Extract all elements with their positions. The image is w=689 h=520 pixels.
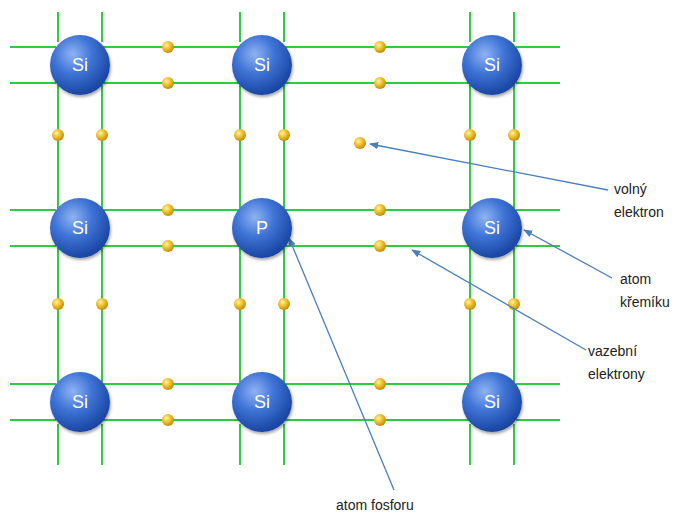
bond-line (103, 47, 239, 83)
atom-sphere: Si (50, 35, 110, 95)
atom-symbol: P (256, 218, 268, 239)
bond-electron (52, 129, 64, 141)
atom-sphere: Si (462, 35, 522, 95)
callout-label: vazební elektrony (588, 340, 668, 386)
bond-electron (508, 129, 520, 141)
callout-label: atom křemíku (620, 268, 689, 314)
leader-lines (289, 144, 612, 490)
bond-line (285, 210, 469, 246)
bond-electron (96, 298, 108, 310)
bond-electron (52, 298, 64, 310)
atom-sphere: Si (462, 198, 522, 258)
bond-electrons (52, 41, 520, 426)
atom-sphere: P (232, 198, 292, 258)
atom-symbol: Si (72, 218, 88, 239)
bond-electron (464, 298, 476, 310)
callout-label: atom fosforu (336, 494, 456, 517)
callout-label: volný elektron (614, 178, 684, 224)
bond-line (285, 384, 469, 420)
bond-electron (234, 129, 246, 141)
bond-electron (162, 414, 174, 426)
bond-electron (96, 129, 108, 141)
atom-symbol: Si (72, 392, 88, 413)
atom-sphere: Si (462, 372, 522, 432)
atom-symbol: Si (484, 55, 500, 76)
bond-electron (162, 41, 174, 53)
bond-line (103, 384, 239, 420)
bond-line (103, 210, 239, 246)
bond-electron (374, 77, 386, 89)
atom-symbol: Si (254, 55, 270, 76)
bond-electron (374, 240, 386, 252)
bond-electron (278, 129, 290, 141)
atom-sphere: Si (232, 372, 292, 432)
bond-line (240, 84, 284, 208)
bond-electron (374, 414, 386, 426)
bond-line (470, 247, 514, 382)
bond-electron (374, 41, 386, 53)
bond-electron (162, 240, 174, 252)
atom-symbol: Si (254, 392, 270, 413)
atom-sphere: Si (50, 372, 110, 432)
bond-line (58, 247, 102, 382)
atom-symbol: Si (72, 55, 88, 76)
bond-electron (374, 204, 386, 216)
atom-sphere: Si (50, 198, 110, 258)
bond-electron (464, 129, 476, 141)
lattice-stubs (10, 12, 560, 465)
bond-electron (162, 204, 174, 216)
bond-electron (162, 77, 174, 89)
bond-electron (374, 378, 386, 390)
free-electron (354, 137, 366, 149)
bond-electron (278, 298, 290, 310)
bond-line (240, 247, 284, 382)
atom-sphere: Si (232, 35, 292, 95)
bond-line (58, 84, 102, 208)
bond-electron (234, 298, 246, 310)
bond-line (470, 84, 514, 208)
bond-electron (162, 378, 174, 390)
atom-symbol: Si (484, 218, 500, 239)
atom-symbol: Si (484, 392, 500, 413)
bond-line (285, 47, 469, 83)
